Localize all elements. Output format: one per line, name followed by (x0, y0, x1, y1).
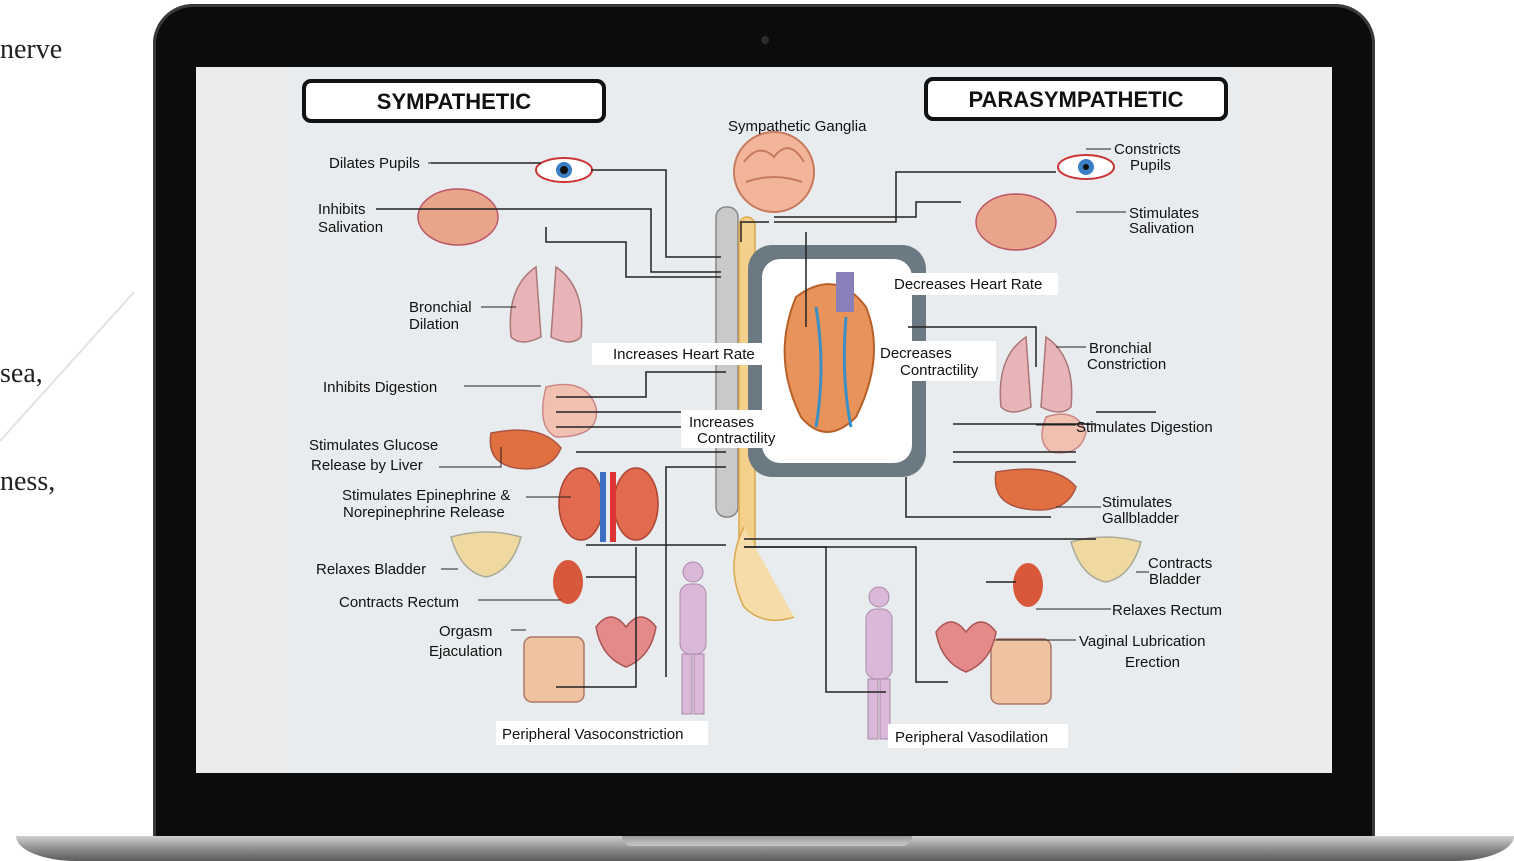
label-stimulates-digestion: Stimulates Digestion (1076, 419, 1213, 436)
label-stimulates-glucose-2: Release by Liver (311, 457, 423, 474)
autonomic-nervous-system-diagram: SYMPATHETIC PARASYMPATHETIC (196, 67, 1332, 773)
side-text-dizziness: ness, (0, 466, 55, 498)
rectum-left-illustration (553, 560, 583, 604)
label-ejaculation: Ejaculation (429, 643, 502, 660)
label-epinephrine-1: Stimulates Epinephrine & (342, 487, 510, 504)
sympathetic-title: SYMPATHETIC (377, 89, 532, 114)
label-bronchial-constriction-1: Bronchial (1089, 340, 1152, 357)
label-decreases-contractility-1: Decreases (880, 345, 952, 362)
label-inhibits-salivation-2: Salivation (318, 219, 383, 236)
label-stimulates-gallbladder-2: Gallbladder (1102, 510, 1179, 527)
brain-illustration (734, 132, 814, 212)
label-bronchial-dilation-1: Bronchial (409, 299, 472, 316)
eye-right-illustration (1058, 155, 1114, 179)
label-relaxes-rectum: Relaxes Rectum (1112, 602, 1222, 619)
label-orgasm: Orgasm (439, 623, 492, 640)
label-inhibits-salivation-1: Inhibits (318, 201, 366, 218)
label-constricts-pupils-1: Constricts (1114, 141, 1181, 158)
label-stimulates-gallbladder-1: Stimulates (1102, 494, 1172, 511)
label-relaxes-bladder: Relaxes Bladder (316, 561, 426, 578)
reproductive-left-illustration (524, 637, 584, 702)
label-decreases-contractility-2: Contractility (900, 362, 979, 379)
sympathetic-header: SYMPATHETIC (304, 81, 604, 121)
label-erection: Erection (1125, 654, 1180, 671)
label-contracts-bladder-1: Contracts (1148, 555, 1212, 572)
label-contracts-bladder-2: Bladder (1149, 571, 1201, 588)
rectum-right-illustration (1013, 563, 1043, 607)
label-dilates-pupils: Dilates Pupils (329, 155, 420, 172)
label-bronchial-dilation-2: Dilation (409, 316, 459, 333)
label-inhibits-digestion: Inhibits Digestion (323, 379, 437, 396)
label-stimulates-glucose-1: Stimulates Glucose (309, 437, 438, 454)
salivary-glands-left-illustration (418, 189, 498, 245)
label-increases-contractility-1: Increases (689, 414, 754, 431)
label-increases-contractility-2: Contractility (697, 430, 776, 447)
parasympathetic-title: PARASYMPATHETIC (968, 87, 1183, 112)
side-text-nausea: sea, (0, 358, 43, 390)
label-vaginal-lubrication: Vaginal Lubrication (1079, 633, 1205, 650)
label-increases-heart-rate: Increases Heart Rate (613, 346, 755, 363)
side-text-nerve: nerve (0, 34, 62, 66)
label-epinephrine-2: Norepinephrine Release (343, 504, 505, 521)
label-peripheral-vasoconstriction: Peripheral Vasoconstriction (502, 726, 683, 743)
reproductive-right-illustration (991, 639, 1051, 704)
laptop-screen: SYMPATHETIC PARASYMPATHETIC (196, 67, 1332, 773)
eye-left-illustration (536, 158, 592, 182)
label-bronchial-constriction-2: Constriction (1087, 356, 1166, 373)
laptop-notch (622, 836, 912, 846)
camera-dot (761, 36, 769, 44)
label-constricts-pupils-2: Pupils (1130, 157, 1171, 174)
parasympathetic-header: PARASYMPATHETIC (926, 79, 1226, 119)
label-decreases-heart-rate: Decreases Heart Rate (894, 276, 1042, 293)
salivary-glands-right-illustration (976, 194, 1056, 250)
label-contracts-rectum: Contracts Rectum (339, 594, 459, 611)
label-stimulates-salivation-2: Salivation (1129, 220, 1194, 237)
label-sympathetic-ganglia: Sympathetic Ganglia (728, 118, 867, 135)
label-peripheral-vasodilation: Peripheral Vasodilation (895, 729, 1048, 746)
